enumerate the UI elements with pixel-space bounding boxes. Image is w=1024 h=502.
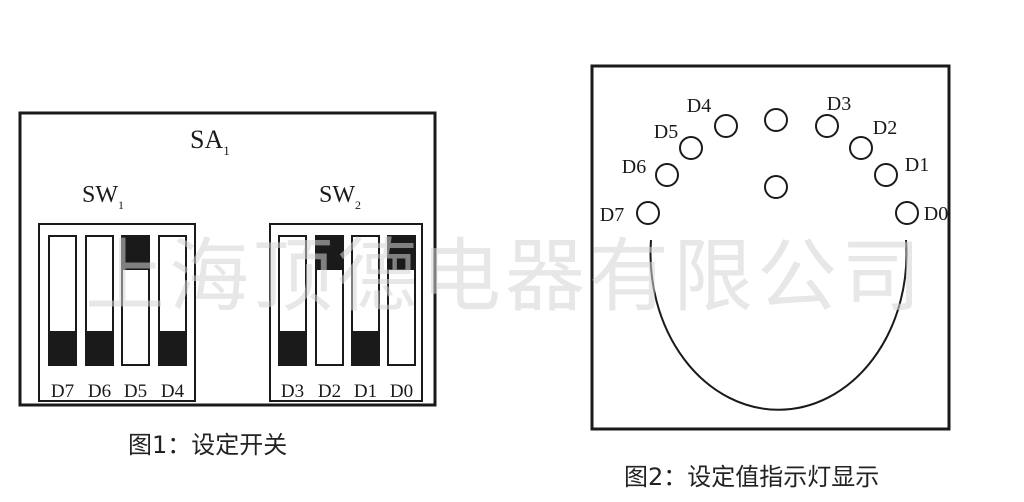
fig1-caption: 图1：设定开关 [128, 431, 288, 459]
dip-switch-label: D0 [390, 381, 413, 402]
fig2-outer-frame [590, 64, 951, 431]
indicator-lamp-d7 [636, 201, 660, 225]
indicator-lamp-d6 [655, 163, 679, 187]
fig1-title: SA1 [190, 125, 230, 158]
center-lamp-middle [764, 175, 788, 199]
sw2-housing [269, 223, 423, 402]
dip-switch-knob-d4 [159, 331, 186, 365]
sw2-label: SW2 [319, 182, 361, 212]
fig1-outer-frame [18, 111, 437, 407]
switch-array: D7 D6 D5 D4 D3 D2 D1 D0 [48, 235, 416, 402]
indicator-lamp-label: D7 [600, 204, 624, 226]
sw1-label-main: SW [82, 182, 118, 208]
indicator-lamp-d3 [815, 114, 839, 138]
center-lamp-top [764, 108, 788, 132]
indicator-lamp-d5 [679, 136, 703, 160]
indicator-lamp-label: D4 [687, 95, 711, 117]
dip-switch-label: D2 [318, 381, 341, 402]
dip-switch-knob-d1 [352, 331, 379, 365]
lamp-arc [649, 239, 908, 411]
indicator-lamp-label: D5 [654, 121, 678, 143]
indicator-lamp-label: D0 [924, 203, 948, 225]
dip-switch-label: D4 [161, 381, 185, 402]
dip-switch-label: D7 [51, 381, 74, 402]
dip-switch-knob-d3 [279, 331, 306, 365]
indicator-lamp-d2 [849, 136, 873, 160]
sw1-label-sub: 1 [118, 198, 124, 212]
indicator-lamp-label: D3 [827, 93, 851, 115]
indicator-lamp-d1 [874, 163, 898, 187]
indicator-lamp-label: D6 [622, 156, 646, 178]
fig1-title-sub: 1 [223, 143, 230, 158]
dip-switch-knob-d7 [49, 331, 76, 365]
dip-switch-label: D1 [354, 381, 377, 402]
fig2-caption: 图2：设定值指示灯显示 [624, 463, 880, 491]
sw1-label: SW1 [82, 182, 124, 212]
sw2-label-sub: 2 [355, 198, 361, 212]
dip-switch-label: D3 [281, 381, 304, 402]
dip-switch-knob-d5 [122, 236, 149, 270]
indicator-lamp-d0 [895, 201, 919, 225]
sw2-label-main: SW [319, 182, 355, 208]
dip-switch-knob-d6 [86, 331, 113, 365]
fig1-title-main: SA [190, 125, 223, 154]
indicator-lamp-label: D2 [873, 117, 897, 139]
dip-switch-label: D5 [124, 381, 147, 402]
dip-switch-knob-d0 [388, 236, 415, 270]
indicator-lamp-label: D1 [905, 154, 929, 176]
sw1-housing [38, 223, 196, 402]
dip-switch-knob-d2 [316, 236, 343, 270]
dip-switch-label: D6 [88, 381, 111, 402]
indicator-lamp-d4 [714, 114, 738, 138]
